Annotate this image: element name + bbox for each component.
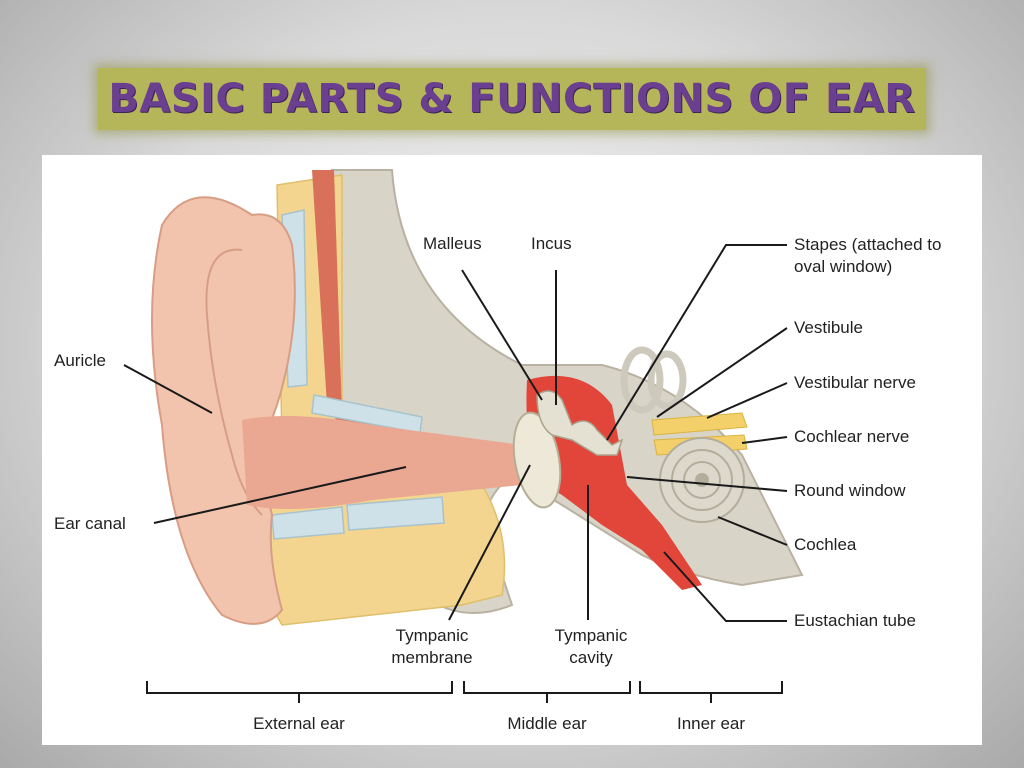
label-incus: Incus xyxy=(531,234,572,253)
line-ear-canal xyxy=(153,466,407,524)
line-cochlear-nerve xyxy=(741,436,788,444)
label-external-ear: External ear xyxy=(253,714,345,733)
label-vestibular-nerve: Vestibular nerve xyxy=(794,373,916,392)
line-eustachian xyxy=(663,551,787,622)
line-auricle xyxy=(123,364,213,414)
label-malleus: Malleus xyxy=(423,234,482,253)
cartilage-lower-2 xyxy=(346,496,445,531)
label-stapes-line2: oval window) xyxy=(794,257,893,276)
auricle-shape xyxy=(151,196,296,625)
label-tympanic-membrane-line1: Tympanic xyxy=(395,626,469,645)
cochlea-turn-2 xyxy=(683,461,721,499)
semicircular-canal-1 xyxy=(620,346,664,414)
label-ear-canal: Ear canal xyxy=(54,514,126,533)
title-banner: BASIC PARTS & FUNCTIONS OF EAR xyxy=(98,68,926,130)
label-cochlear-nerve: Cochlear nerve xyxy=(794,427,910,446)
ossicles-shape xyxy=(536,390,624,456)
cartilage-lower xyxy=(271,506,345,540)
line-stapes xyxy=(606,244,787,441)
tympanic-membrane-shape xyxy=(512,411,562,509)
line-round-window xyxy=(626,476,788,492)
bracket-middle xyxy=(463,681,631,694)
auricle-fold xyxy=(205,248,263,516)
label-tympanic-membrane-line2: membrane xyxy=(391,648,473,667)
label-stapes-line1: Stapes (attached to xyxy=(794,235,942,254)
semicircular-canal-2 xyxy=(647,350,687,410)
bracket-inner xyxy=(639,681,783,694)
label-cochlea: Cochlea xyxy=(794,535,857,554)
label-round-window: Round window xyxy=(794,481,906,500)
label-tympanic-cavity-line2: cavity xyxy=(569,648,613,667)
label-inner-ear: Inner ear xyxy=(676,714,746,733)
label-auricle: Auricle xyxy=(54,351,106,370)
label-middle-ear: Middle ear xyxy=(507,714,587,733)
label-vestibule: Vestibule xyxy=(794,318,863,337)
line-vestibular-nerve xyxy=(706,382,788,419)
line-tympanic-membrane xyxy=(448,464,531,621)
region-brackets xyxy=(146,681,783,703)
leader-lines xyxy=(123,244,788,622)
line-cochlea xyxy=(717,516,788,546)
page-title: BASIC PARTS & FUNCTIONS OF EAR xyxy=(108,76,916,122)
ear-illustration xyxy=(123,169,804,703)
muscle-strip xyxy=(312,170,372,430)
label-tympanic-cavity-line1: Tympanic xyxy=(554,626,628,645)
line-vestibule xyxy=(656,327,788,418)
ear-diagram: Malleus Incus Stapes (attached to oval w… xyxy=(42,155,982,745)
line-malleus xyxy=(461,269,543,401)
bracket-external xyxy=(146,681,453,694)
ear-canal-shape xyxy=(242,416,522,509)
label-eustachian-tube: Eustachian tube xyxy=(794,611,916,630)
